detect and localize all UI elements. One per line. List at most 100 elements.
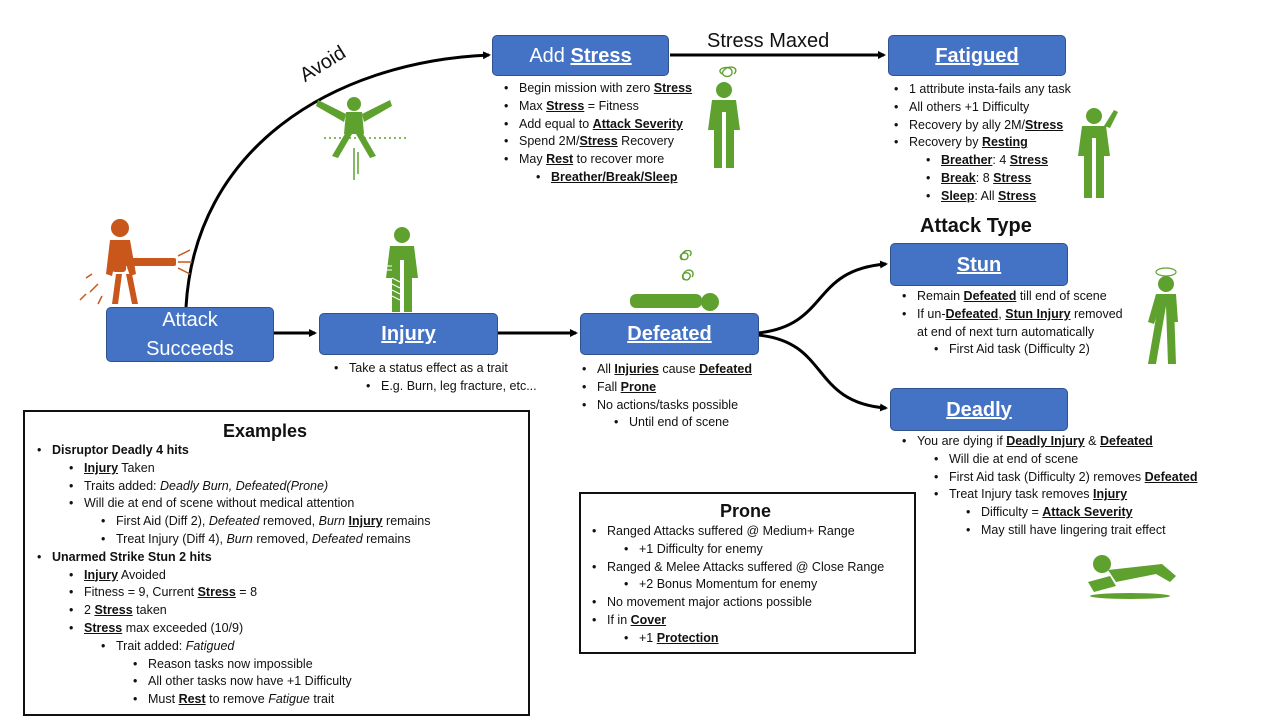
note-line: Unarmed Strike Stun 2 hits [37, 549, 431, 567]
note-segment: Stress [993, 170, 1032, 185]
note-segment: Avoided [118, 567, 166, 582]
note-segment: Treat Injury (Diff 4), [116, 531, 227, 546]
note-segment: +1 [639, 630, 657, 645]
note-segment: Stress [579, 134, 618, 149]
note-segment: Injury [348, 514, 383, 529]
note-segment: Breather/Break/Sleep [551, 169, 678, 184]
note-segment: Sleep [941, 188, 975, 203]
note-segment: taken [132, 603, 167, 618]
deadly-node-label: Deadly [946, 398, 1012, 421]
note-segment: & [1084, 434, 1100, 448]
defeated-notes: All Injuries cause DefeatedFall ProneNo … [582, 361, 752, 432]
note-segment: Deadly Burn, Defeated(Prone) [159, 478, 329, 493]
stun-node-label: Stun [956, 253, 1002, 276]
note-segment: removed [1070, 306, 1123, 321]
note-segment: Fatigued [185, 638, 235, 653]
note-segment: Trait added: [116, 638, 186, 653]
note-segment: Protection [656, 630, 719, 645]
dizzy-figure-icon [1148, 267, 1178, 364]
note-segment: +1 Difficulty for enemy [639, 541, 763, 556]
note-segment: = Fitness [584, 98, 639, 113]
note-line: May still have lingering trait effect [917, 522, 1197, 540]
note-segment: till end of scene [1016, 289, 1107, 303]
deadly-node: Deadly [890, 388, 1068, 431]
note-segment: : 4 [992, 153, 1010, 168]
note-line: Ranged Attacks suffered @ Medium+ Range [592, 523, 884, 541]
note-segment: Defeated [311, 531, 363, 546]
note-line: All others +1 Difficulty [894, 99, 1071, 117]
note-segment: Until end of scene [629, 415, 730, 430]
defeated-node: Defeated [580, 313, 759, 355]
note-segment: Remain [917, 289, 964, 303]
injury-node-label: Injury [381, 323, 436, 345]
note-line: Trait added: Fatigued [52, 638, 431, 656]
note-segment: Stress [653, 81, 693, 95]
note-segment: Recovery [617, 134, 674, 149]
note-segment: Defeated [208, 514, 260, 529]
note-segment: Breather [941, 153, 993, 168]
note-segment: removed, [259, 514, 319, 529]
injury-notes: Take a status effect as a traitE.g. Burn… [334, 360, 537, 396]
stressed-figure-icon [708, 66, 740, 168]
note-segment: Resting [981, 135, 1028, 150]
note-segment: Stun Injury [1005, 306, 1071, 321]
note-segment: Unarmed Strike Stun 2 hits [52, 549, 212, 564]
note-line: Begin mission with zero Stress [504, 80, 693, 98]
note-line: Fitness = 9, Current Stress = 8 [52, 584, 431, 602]
note-segment: Attack Severity [592, 116, 683, 131]
add-stress-prefix: Add [529, 44, 565, 67]
note-line: Must Rest to remove Fatigue trait [52, 691, 431, 709]
avoid-arrow [184, 51, 491, 308]
note-line: Spend 2M/Stress Recovery [504, 133, 692, 151]
note-segment: Ranged Attacks suffered @ Medium+ Range [607, 524, 855, 538]
note-segment: = 8 [235, 585, 258, 600]
note-line: Stress max exceeded (10/9) [52, 620, 431, 638]
jumping-figure-icon [316, 97, 408, 180]
note-segment: Taken [118, 460, 155, 475]
note-line: Breather: 4 Stress [909, 152, 1071, 170]
note-line: If un-Defeated, Stun Injury removed [902, 306, 1123, 324]
note-segment: Will die at end of scene without medical… [84, 496, 355, 511]
attack-succeeds-node: Attack Succeeds [106, 307, 274, 362]
add-stress-node: Add Stress [492, 35, 669, 76]
prone-title: Prone [720, 501, 772, 521]
note-line: Injury Taken [52, 460, 431, 478]
note-segment: Attack Severity [1042, 505, 1133, 520]
note-segment: Disruptor Deadly 4 hits [52, 443, 189, 457]
fatigued-node: Fatigued [888, 35, 1066, 76]
note-line: Remain Defeated till end of scene [902, 288, 1123, 306]
note-line: Recovery by ally 2M/Stress [894, 117, 1071, 135]
injury-node: Injury [319, 313, 498, 355]
note-segment: You are dying if [917, 434, 1007, 448]
note-segment: Take a status effect as a trait [349, 361, 508, 375]
note-segment: Cover [630, 612, 667, 627]
deadly-notes: You are dying if Deadly Injury & Defeate… [902, 433, 1197, 540]
note-segment: at end of next turn automatically [917, 324, 1095, 339]
drinking-figure-icon [1078, 108, 1118, 198]
note-line: First Aid task (Difficulty 2) [917, 341, 1123, 359]
note-segment: May [519, 152, 547, 167]
note-segment: Recovery by ally 2M/ [909, 117, 1026, 132]
defeated-to-deadly-arrow [757, 333, 888, 412]
note-segment: Injury [84, 460, 119, 475]
note-line: If in Cover [592, 612, 884, 630]
note-line: Fall Prone [582, 379, 752, 397]
note-segment: Rest [546, 152, 574, 167]
note-segment: If in [607, 612, 631, 627]
note-segment: Fall [597, 379, 621, 394]
note-segment: to remove [205, 692, 269, 707]
note-segment: : All [974, 188, 998, 203]
note-line: No actions/tasks possible [582, 397, 752, 415]
note-line: 2 Stress taken [52, 602, 431, 620]
note-segment: Stress [84, 620, 123, 635]
note-segment: Defeated [1099, 434, 1153, 448]
note-segment: Begin mission with zero [519, 81, 654, 95]
attack-node-line2: Succeeds [146, 337, 234, 360]
note-line: Breather/Break/Sleep [519, 169, 692, 187]
gunner-icon [79, 219, 192, 305]
note-segment: All other tasks now have +1 Difficulty [148, 674, 352, 689]
note-line: All Injuries cause Defeated [582, 361, 752, 379]
note-line: +2 Bonus Momentum for enemy [607, 576, 884, 594]
